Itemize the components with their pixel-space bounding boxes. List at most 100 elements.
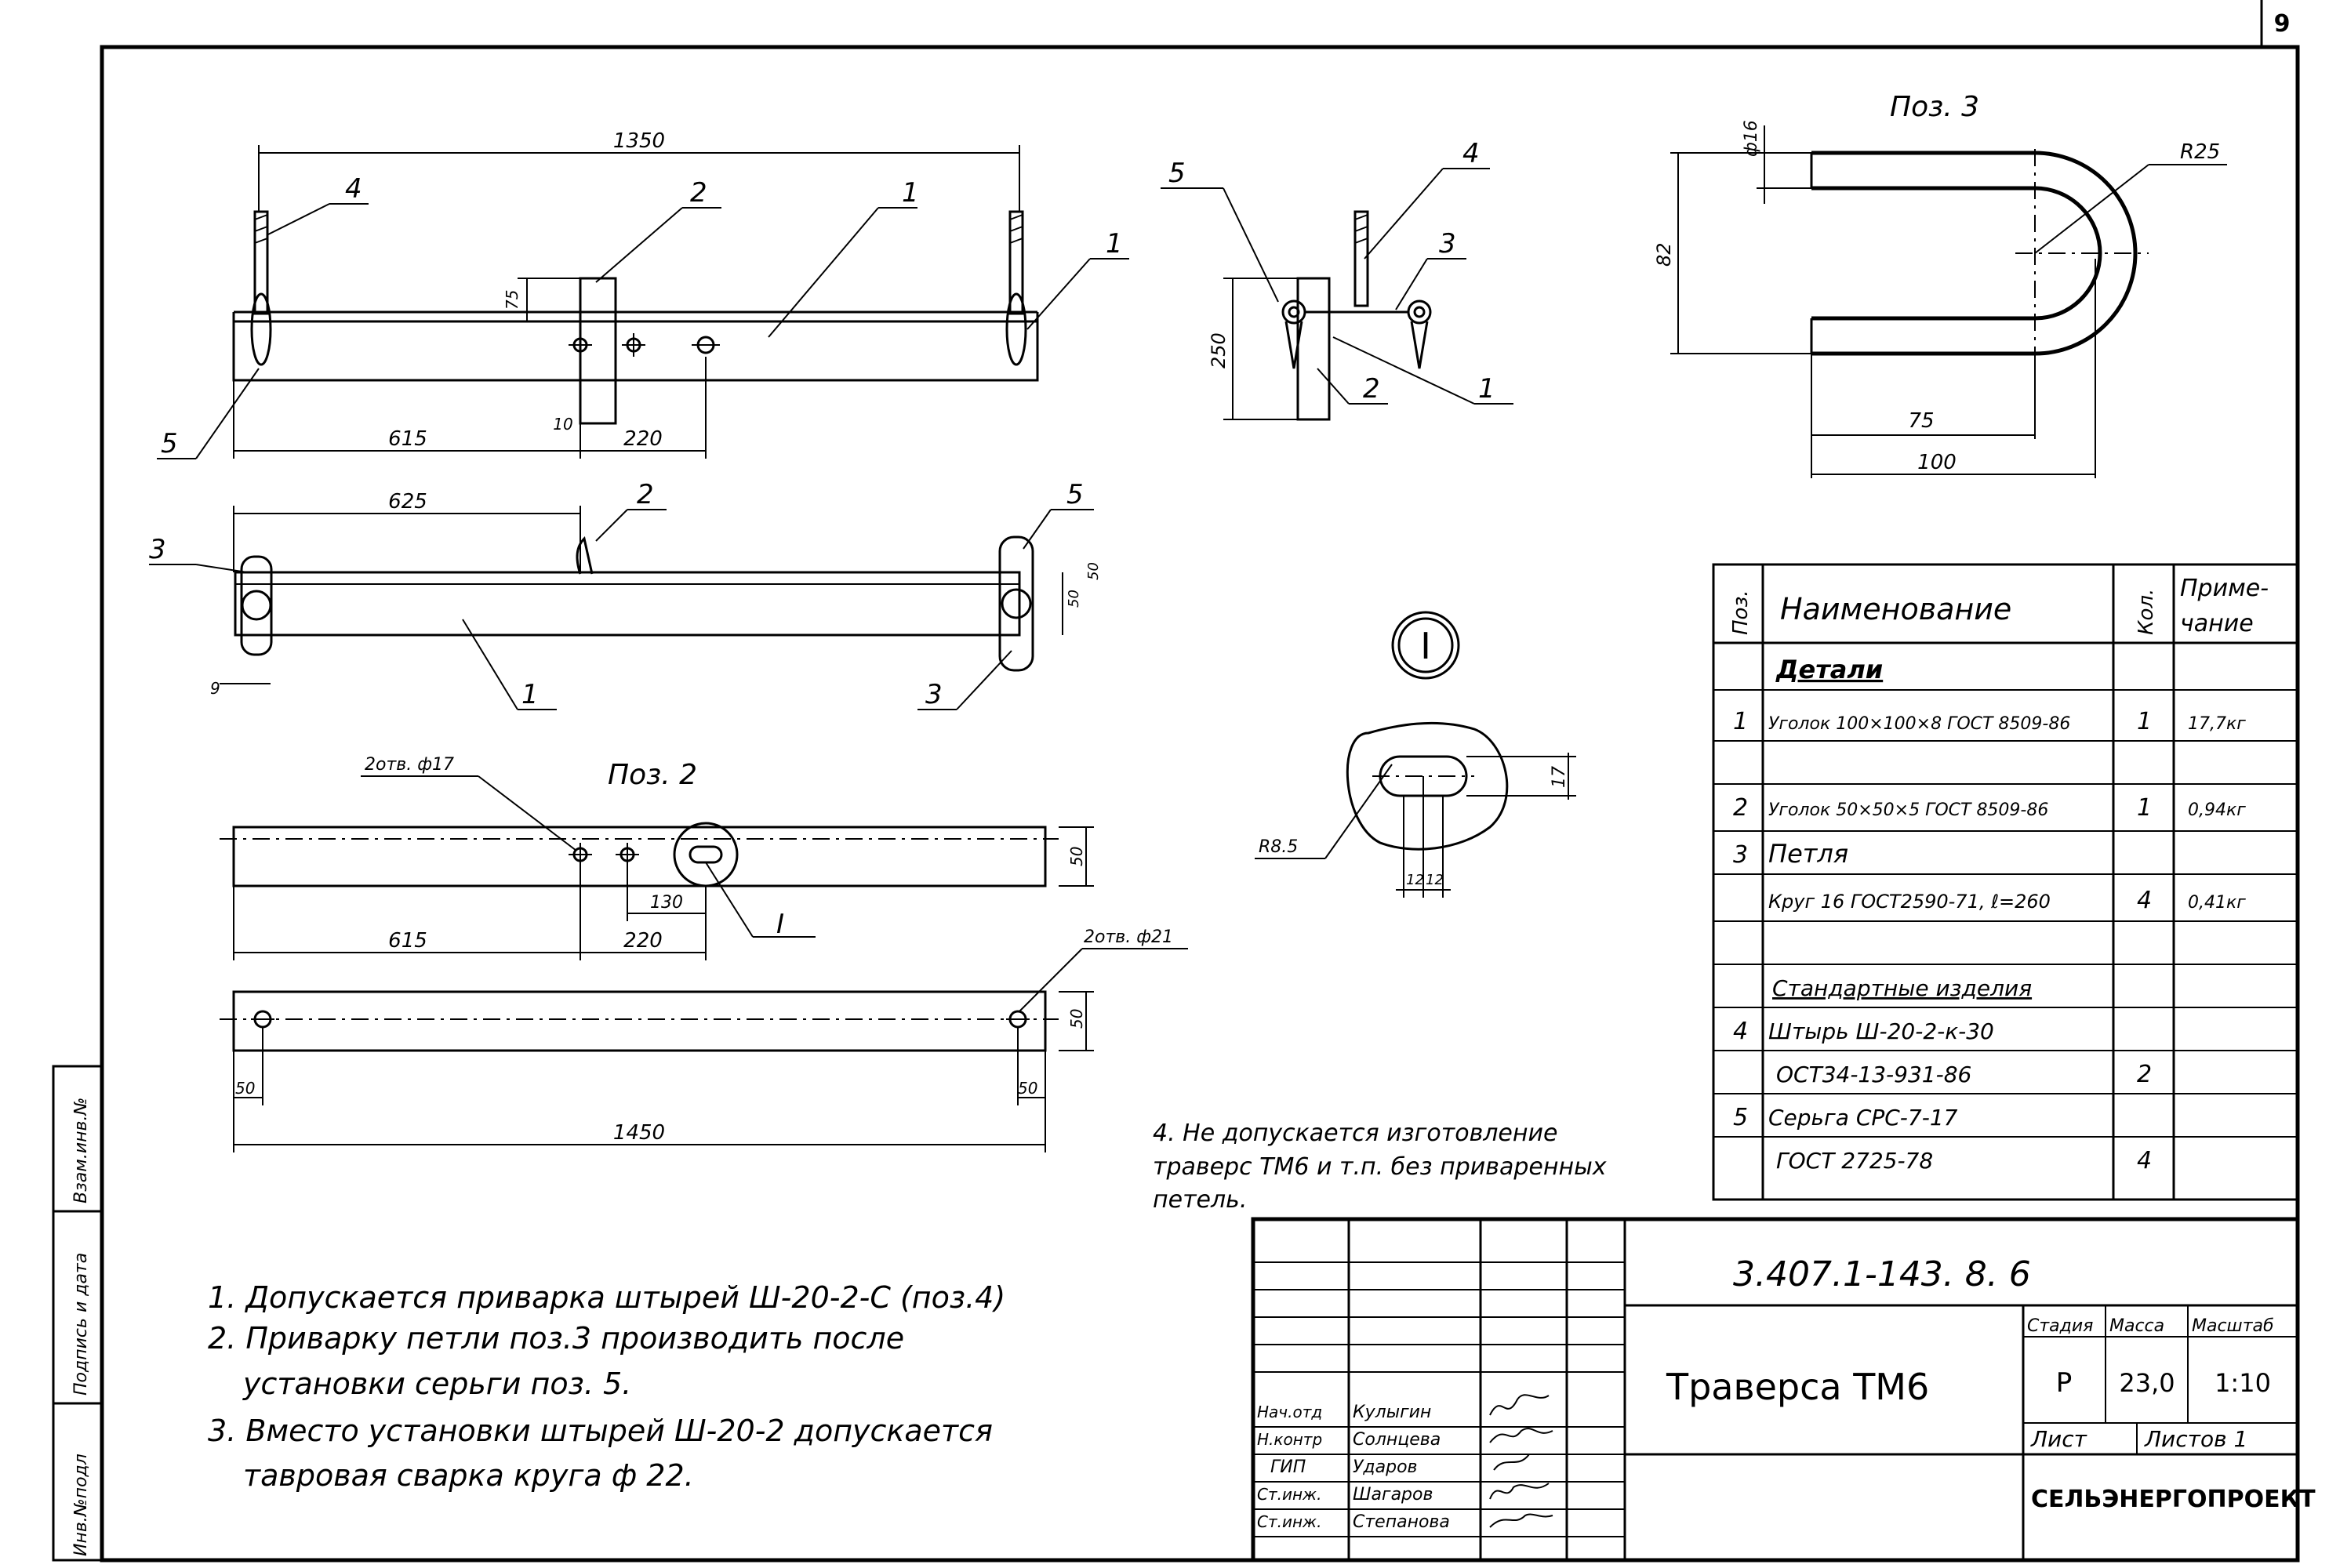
spec-row-7-pos: 5	[1733, 1104, 1748, 1131]
dim-615b: 615	[388, 929, 427, 953]
spec-row-1-qty: 1	[2137, 708, 2152, 735]
stage-value: Р	[2056, 1367, 2073, 1399]
spec-header-pos: Поз.	[1729, 590, 1753, 635]
callout-1c: 1	[1478, 373, 1495, 405]
dim-625: 625	[388, 490, 427, 514]
holes-17: 2отв. ф17	[365, 755, 454, 775]
detail-I: I 17 12 12 R8.5	[1255, 611, 1576, 898]
dim-10: 10	[553, 415, 572, 434]
note-1: 1. Допускается приварка штырей Ш-20-2-С …	[208, 1280, 1005, 1315]
callout-5b: 5	[1168, 158, 1186, 189]
detail-I-title: I	[1420, 625, 1431, 667]
spec-row-4-qty: 4	[2137, 887, 2152, 914]
page-number: 9	[2274, 10, 2291, 38]
dim-9: 9	[210, 679, 220, 698]
note-4-line3: петель.	[1153, 1186, 1247, 1214]
spec-row-5-name: Штырь Ш-20-2-к-30	[1768, 1018, 1994, 1044]
org-name: СЕЛЬЭНЕРГОПРОЕКТ	[2031, 1486, 2316, 1513]
spec-row-8-name: ГОСТ 2725-78	[1776, 1148, 1933, 1174]
callout-4b: 4	[1462, 138, 1480, 169]
signature-scribble-2	[1489, 1428, 1553, 1443]
dim-75: 75	[503, 290, 521, 310]
callout-2c: 2	[637, 479, 654, 510]
dim-50c: 50	[1067, 847, 1086, 866]
note-2-line2: установки серьги поз. 5.	[242, 1367, 631, 1401]
sig-role-3: ГИП	[1270, 1457, 1306, 1477]
dim-82: 82	[1653, 242, 1675, 267]
spec-header-note-1: Приме-	[2180, 575, 2269, 602]
mass-header: Масса	[2109, 1316, 2164, 1336]
margin-stamp-replace: Взам.инв.№	[71, 1098, 91, 1203]
spec-header-qty: Кол.	[2135, 589, 2158, 635]
spec-row-2-note: 0,94кг	[2188, 800, 2246, 820]
spec-section-details: Детали	[1775, 655, 1883, 684]
loop-pos3: Поз. 3 R25 82 ф16 75 100	[1653, 91, 2227, 478]
spec-row-4-note: 0,41кг	[2188, 893, 2246, 913]
sig-name-2: Солнцева	[1353, 1430, 1441, 1450]
signature-scribble-4	[1489, 1483, 1550, 1500]
title-block: 3.407.1-143. 8. 6 Траверса ТМ6 Стадия Ма…	[1251, 1217, 2316, 1563]
spec-row-3-pos: 3	[1733, 841, 1748, 869]
dim-75b: 75	[1908, 409, 1934, 433]
spec-header-note-2: чание	[2180, 610, 2254, 637]
callout-2a: 2	[690, 177, 707, 209]
top-view: 625 50 50 9 3 2 1 5 3	[149, 479, 1102, 710]
pos2-title: Поз. 2	[608, 759, 697, 791]
callout-1a: 1	[902, 177, 919, 209]
signature-scribble-5	[1489, 1513, 1553, 1528]
mass-value: 23,0	[2119, 1368, 2175, 1398]
callout-5c: 5	[1066, 479, 1084, 510]
spec-row-2-qty: 1	[2137, 794, 2152, 822]
spec-row-1-name: Уголок 100×100×8 ГОСТ 8509-86	[1768, 714, 2070, 734]
sheet-label: Лист	[2030, 1426, 2087, 1452]
spec-row-5-pos: 4	[1733, 1018, 1748, 1045]
sig-name-3: Ударов	[1353, 1457, 1418, 1477]
callout-3c: 3	[925, 679, 943, 710]
side-view: 250 5 4 3 2 1	[1161, 138, 1513, 421]
note-4-line1: 4. Не допускается изготовление	[1153, 1120, 1557, 1147]
dim-R25: R25	[2180, 140, 2220, 164]
pos2-detail: Поз. 2 50 615 220 130 2отв. ф17 I	[220, 755, 1094, 960]
spec-row-2-name: Уголок 50×50×5 ГОСТ 8509-86	[1768, 800, 2048, 820]
dim-1350: 1350	[613, 129, 665, 153]
margin-stamp-inv: Инв.№подл	[71, 1454, 91, 1556]
spec-table: Поз. Наименование Кол. Приме- чание Дета…	[1712, 563, 2299, 1201]
callout-1d: 1	[521, 679, 539, 710]
callout-3b: 3	[149, 534, 166, 565]
margin-stamp-sign: Подпись и дата	[71, 1253, 91, 1396]
note-3-line2: тавровая сварка круга ф 22.	[243, 1458, 694, 1493]
dim-1450: 1450	[613, 1121, 665, 1145]
angle-bottom: 2отв. ф21 50 50 50 1450	[220, 927, 1188, 1152]
note-2-line1: 2. Приварку петли поз.3 производить посл…	[208, 1321, 904, 1356]
spec-row-6-name: ОСТ34-13-931-86	[1776, 1062, 1971, 1087]
dim-130: 130	[650, 893, 683, 913]
pos3-title: Поз. 3	[1890, 91, 1979, 123]
spec-header-name: Наименование	[1780, 592, 2011, 626]
doc-title: Траверса ТМ6	[1666, 1366, 1929, 1408]
dim-17: 17	[1550, 766, 1569, 788]
signature-scribble-1	[1489, 1394, 1550, 1416]
callout-1b: 1	[1106, 228, 1123, 260]
spec-row-3-name: Петля	[1768, 839, 1848, 869]
spec-row-8-qty: 4	[2137, 1147, 2152, 1174]
spec-row-1-pos: 1	[1733, 708, 1748, 735]
dim-R85: R8.5	[1259, 837, 1298, 857]
front-view: 1350 615 220 10 75 4 2 1 1 5	[157, 129, 1129, 459]
sig-name-1: Кулыгин	[1353, 1403, 1431, 1422]
dim-50e: 50	[1067, 1009, 1086, 1029]
sig-name-4: Шагаров	[1353, 1485, 1433, 1504]
margin-stamp: Инв.№подл Подпись и дата Взам.инв.№	[52, 1065, 104, 1562]
notes: 4. Не допускается изготовление траверс Т…	[208, 1120, 1607, 1493]
dim-12a: 12	[1406, 872, 1424, 888]
callout-2b: 2	[1363, 373, 1380, 405]
signature-scribble-3	[1493, 1454, 1530, 1471]
spec-row-4-name: Круг 16 ГОСТ2590-71, ℓ=260	[1768, 891, 2051, 913]
spec-row-2-pos: 2	[1733, 794, 1748, 822]
doc-code: 3.407.1-143. 8. 6	[1733, 1254, 2031, 1294]
dim-220b: 220	[623, 929, 663, 953]
dim-50a: 50	[1085, 562, 1102, 580]
stage-header: Стадия	[2027, 1316, 2093, 1336]
dim-615: 615	[388, 427, 427, 451]
scale-value: 1:10	[2215, 1368, 2271, 1398]
